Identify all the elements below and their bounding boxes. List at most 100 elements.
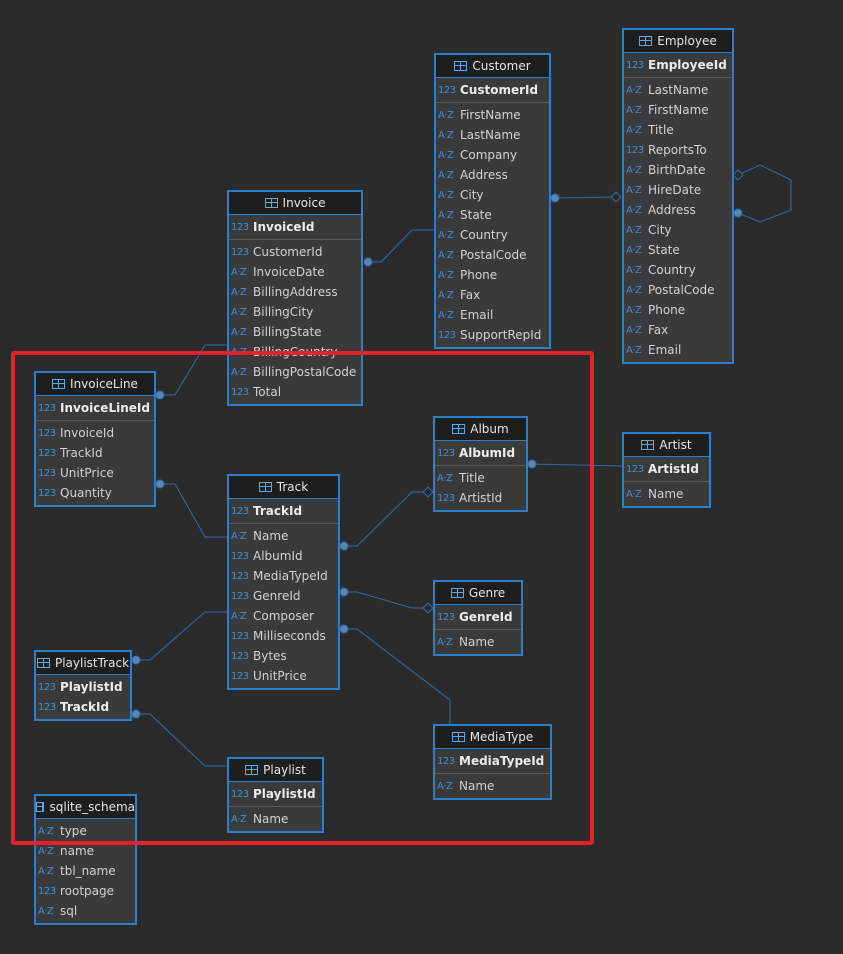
column-name: MediaTypeId	[253, 569, 328, 583]
entity-header[interactable]: MediaType	[435, 726, 550, 749]
text-type-icon: A·Z	[231, 610, 247, 622]
entity-header[interactable]: Invoice	[229, 192, 361, 215]
entity-header[interactable]: Genre	[435, 582, 521, 605]
numeric-type-icon: 123	[38, 427, 56, 439]
column-name: Company	[460, 148, 518, 162]
entity-header[interactable]: InvoiceLine	[36, 373, 154, 396]
entity-header[interactable]: sqlite_schema	[36, 796, 135, 819]
entity-header[interactable]: Customer	[436, 55, 549, 78]
entity-header[interactable]: Track	[229, 476, 338, 499]
entity-header[interactable]: Artist	[624, 434, 709, 457]
column-name: FirstName	[648, 103, 709, 117]
entity-header[interactable]: Employee	[624, 30, 732, 53]
entity-header[interactable]: Album	[435, 418, 526, 441]
entity-header[interactable]: PlaylistTrack	[36, 652, 130, 675]
text-type-icon: A·Z	[231, 530, 247, 542]
column-name: Quantity	[60, 486, 112, 500]
entity-header[interactable]: Playlist	[229, 759, 322, 782]
